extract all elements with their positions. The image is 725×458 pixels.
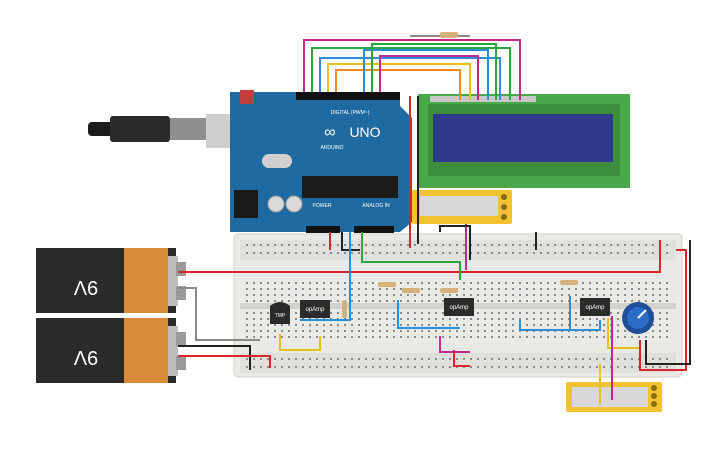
- wires: [178, 35, 691, 404]
- multimeter-bottom[interactable]: [566, 382, 662, 412]
- opamp-3[interactable]: opAmp: [580, 298, 610, 316]
- tmp-sensor-label: TMP: [275, 313, 286, 319]
- lcd-16x2[interactable]: [418, 94, 630, 188]
- uno-label: UNO: [349, 124, 380, 140]
- battery-bottom-label: 9V: [73, 346, 98, 368]
- battery-top-label: 9V: [73, 276, 98, 298]
- arduino-brand-label: ARDUINO: [320, 145, 343, 151]
- multimeter-top[interactable]: [412, 190, 512, 224]
- opamp-2[interactable]: opAmp: [444, 298, 474, 316]
- usb-cable: [88, 114, 252, 148]
- digital-pins-label: DIGITAL (PWM~): [331, 110, 370, 116]
- battery-top[interactable]: 9V: [36, 248, 186, 313]
- reset-button[interactable]: [240, 90, 254, 104]
- power-pins-label: POWER: [313, 203, 332, 209]
- opamp-2-label: opAmp: [449, 305, 469, 311]
- potentiometer[interactable]: [622, 302, 654, 334]
- opamp-3-label: opAmp: [585, 305, 605, 311]
- lcd-screen: [433, 114, 613, 162]
- arduino-uno-board[interactable]: ∞ UNO ARDUINO DIGITAL (PWM~) POWER ANALO…: [230, 90, 412, 233]
- atmega-chip: [302, 176, 398, 198]
- resistors[interactable]: [342, 32, 578, 318]
- tmp-sensor[interactable]: TMP: [270, 302, 290, 324]
- opamp-1[interactable]: opAmp: [300, 300, 330, 318]
- battery-bottom[interactable]: 9V: [36, 318, 186, 383]
- uno-logo-infinity: ∞: [324, 124, 335, 141]
- analog-pins-label: ANALOG IN: [362, 203, 390, 209]
- opamp-1-label: opAmp: [305, 307, 325, 313]
